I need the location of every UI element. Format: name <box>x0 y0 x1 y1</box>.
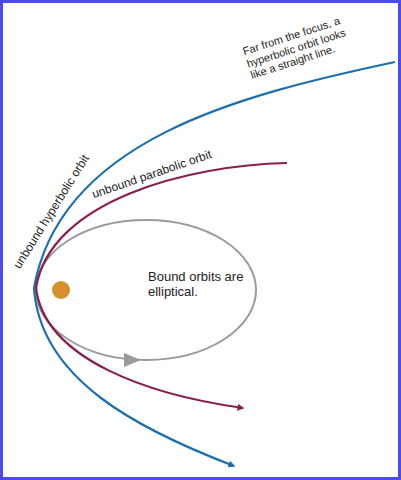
parabolic-orbit-lower <box>36 288 243 408</box>
elliptical-orbit <box>36 220 256 360</box>
hyperbolic-orbit-label: unbound hyperbolic orbit <box>11 152 93 272</box>
parabolic-orbit-label: unbound parabolic orbit <box>90 148 215 203</box>
hyperbolic-orbit-upper <box>34 62 395 288</box>
central-body <box>52 281 70 299</box>
bound-orbit-note: Bound orbits are elliptical. <box>147 270 249 300</box>
orbit-direction-arrow <box>124 353 141 367</box>
far-field-note: Far from the focus, a hyperbolic orbit l… <box>240 8 370 82</box>
hyperbolic-orbit-lower <box>34 288 234 466</box>
